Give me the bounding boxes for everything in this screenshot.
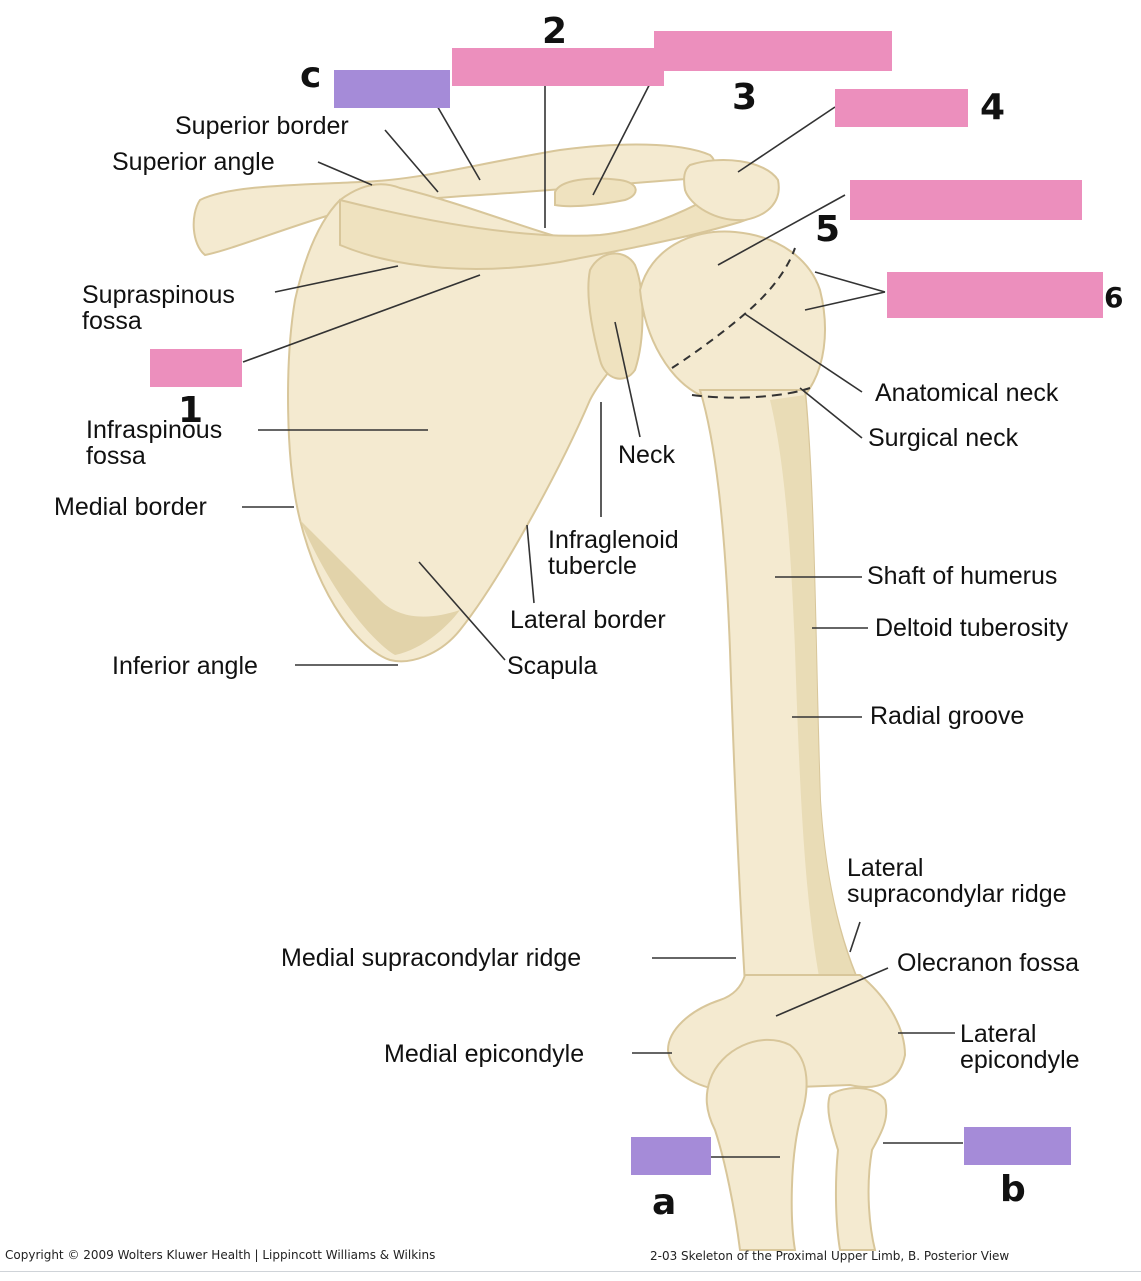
label-infraspinous-fossa: Infraspinous fossa: [86, 416, 223, 470]
hand-label-c: c: [300, 55, 322, 96]
label-superior-angle: Superior angle: [112, 148, 275, 176]
answer-box-2[interactable]: [452, 48, 664, 86]
leader-lines: [242, 59, 963, 1158]
hand-label-4: 4: [980, 87, 1006, 128]
humerus-shaft-shade: [770, 395, 858, 982]
label-olecranon-fossa: Olecranon fossa: [897, 949, 1080, 977]
label-supraspinous-fossa: Supraspinous fossa: [82, 281, 235, 335]
glenoid: [587, 252, 644, 380]
figure-caption: 2-03 Skeleton of the Proximal Upper Limb…: [650, 1249, 1010, 1263]
label-infraglenoid-tubercle: Infraglenoid tubercle: [548, 526, 679, 580]
answer-box-1[interactable]: [150, 349, 242, 387]
answer-box-a[interactable]: [631, 1137, 711, 1175]
answer-box-6[interactable]: [887, 272, 1103, 318]
humerus-head: [638, 230, 826, 396]
radius: [827, 1087, 888, 1251]
hand-label-2: 2: [542, 11, 568, 52]
label-radial-groove: Radial groove: [870, 702, 1025, 730]
hand-label-b: b: [1000, 1169, 1026, 1210]
label-lateral-border: Lateral border: [510, 606, 666, 634]
label-medial-supracondylar-ridge: Medial supracondylar ridge: [281, 944, 582, 972]
label-superior-border: Superior border: [175, 112, 349, 140]
humerus-shaft: [698, 389, 862, 986]
hand-label-6: 6: [1104, 281, 1124, 314]
answer-box-3[interactable]: [654, 31, 892, 71]
answer-box-b[interactable]: [964, 1127, 1071, 1165]
hand-label-1: 1: [178, 390, 204, 431]
coracoid-process: [554, 177, 637, 208]
answer-box-4[interactable]: [835, 89, 968, 127]
anatomical-neck-dashed: [671, 247, 796, 369]
copyright-text: Copyright © 2009 Wolters Kluwer Health |…: [5, 1248, 436, 1262]
scapula: [287, 183, 642, 663]
answer-box-5[interactable]: [850, 180, 1082, 220]
label-anatomical-neck: Anatomical neck: [875, 379, 1059, 407]
label-medial-epicondyle: Medial epicondyle: [384, 1040, 585, 1068]
label-shaft-of-humerus: Shaft of humerus: [867, 562, 1058, 590]
label-neck: Neck: [618, 441, 675, 469]
answer-box-c[interactable]: [334, 70, 450, 108]
label-scapula: Scapula: [507, 652, 598, 680]
hand-label-5: 5: [815, 209, 841, 250]
label-surgical-neck: Surgical neck: [868, 424, 1019, 452]
label-deltoid-tuberosity: Deltoid tuberosity: [875, 614, 1069, 642]
label-inferior-angle: Inferior angle: [112, 652, 258, 680]
page-grid-line: [0, 1271, 1141, 1272]
label-medial-border: Medial border: [54, 493, 207, 521]
scapula-shade: [300, 520, 460, 655]
hand-label-a: a: [652, 1182, 677, 1223]
hand-label-3: 3: [732, 77, 758, 118]
acromion: [683, 159, 780, 222]
label-lateral-supracondylar-ridge: Lateral supracondylar ridge: [847, 854, 1067, 908]
label-lateral-epicondyle: Lateral epicondyle: [960, 1020, 1080, 1074]
ulna: [705, 1039, 808, 1251]
